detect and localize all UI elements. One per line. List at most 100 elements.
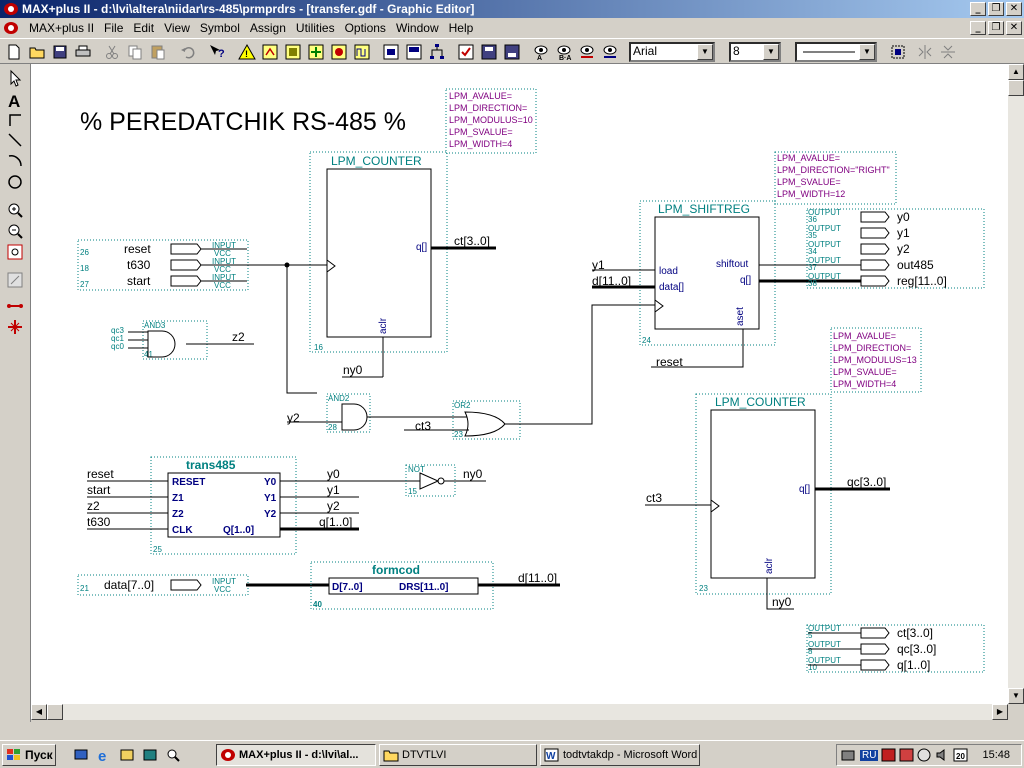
outlook-icon[interactable] — [119, 747, 135, 763]
scroll-up-icon[interactable]: ▲ — [1008, 64, 1024, 80]
language-indicator[interactable]: RU — [860, 749, 879, 761]
simulator-icon[interactable] — [329, 42, 349, 62]
orthogonal-line-icon[interactable] — [5, 110, 25, 130]
calendar-icon[interactable]: 20 — [952, 747, 970, 763]
schematic-canvas[interactable]: % PEREDATCHIK RS-485 % LPM_AVALUE= LPM_D… — [31, 64, 1008, 704]
find-node-icon[interactable] — [577, 42, 597, 62]
undo-icon[interactable] — [178, 42, 198, 62]
input-pin-t630[interactable]: 18 t630 INPUT VCC — [80, 257, 236, 274]
document-icon[interactable] — [3, 21, 19, 35]
flip-horizontal-icon[interactable] — [915, 42, 935, 62]
connect-nodes-icon[interactable] — [5, 296, 25, 316]
task-folder[interactable]: DTVTLVI — [379, 744, 537, 766]
horizontal-scrollbar[interactable]: ◀ ▶ — [31, 704, 1008, 720]
copy-icon[interactable] — [125, 42, 145, 62]
find-error-icon[interactable] — [600, 42, 620, 62]
delete-connection-icon[interactable] — [5, 317, 25, 337]
open-folder-icon[interactable] — [27, 42, 47, 62]
trans485-block[interactable]: trans485 RESET Z1 Z2 CLK Y0 Y1 Y2 Q[1..0… — [150, 456, 297, 555]
task-maxplus[interactable]: MAX+plus II - d:\lvi\al... — [216, 744, 376, 766]
chevron-down-icon[interactable]: ▼ — [697, 44, 713, 60]
new-file-icon[interactable] — [4, 42, 24, 62]
or2-gate[interactable]: OR2 23 — [452, 400, 521, 440]
toggle-rubberbanding-icon[interactable] — [888, 42, 908, 62]
vertical-scrollbar[interactable]: ▲ ▼ — [1008, 64, 1024, 704]
font-select[interactable]: Arial▼ — [629, 42, 715, 62]
find-text-icon[interactable]: A — [531, 42, 551, 62]
network-icon[interactable] — [840, 747, 858, 763]
menu-options[interactable]: Options — [344, 21, 386, 35]
timing-analyzer-icon[interactable] — [352, 42, 372, 62]
zoom-out-icon[interactable] — [5, 221, 25, 241]
menu-maxplus[interactable]: MAX+plus II — [29, 21, 95, 35]
output-pin-reg[interactable]: OUTPUT 38 reg[11..0] — [808, 272, 947, 288]
scroll-right-icon[interactable]: ▶ — [992, 704, 1008, 720]
scroll-thumb[interactable] — [47, 704, 63, 720]
doc-minimize-button[interactable]: _ — [970, 21, 986, 35]
project-set-icon[interactable] — [381, 42, 401, 62]
context-help-icon[interactable]: ? — [207, 42, 227, 62]
doc-close-button[interactable]: ✕ — [1006, 21, 1022, 35]
warning-icon[interactable]: ! — [237, 42, 257, 62]
security-icon[interactable] — [898, 747, 916, 763]
compile-check-icon[interactable] — [456, 42, 476, 62]
close-button[interactable]: ✕ — [1006, 2, 1022, 16]
output-pin-qc[interactable]: OUTPUT 8 qc[3..0] — [808, 640, 936, 656]
chevron-down-icon[interactable]: ▼ — [859, 44, 875, 60]
search-icon[interactable] — [165, 747, 181, 763]
output-pin-q[interactable]: OUTPUT 10 q[1..0] — [808, 656, 930, 672]
minimize-button[interactable]: _ — [970, 2, 986, 16]
output-pin-out485[interactable]: OUTPUT 37 out485 — [808, 256, 934, 272]
font-size-select[interactable]: 8▼ — [729, 42, 781, 62]
menu-edit[interactable]: Edit — [133, 21, 155, 35]
diagonal-line-icon[interactable] — [5, 130, 25, 150]
chevron-down-icon[interactable]: ▼ — [763, 44, 779, 60]
input-pin-start[interactable]: 27 start INPUT VCC — [80, 273, 236, 290]
sync-icon[interactable] — [916, 747, 934, 763]
lpm-counter-1[interactable]: LPM_COUNTER q[] aclr 16 — [309, 151, 448, 353]
not-gate[interactable]: NOT 15 — [405, 464, 456, 497]
text-tool-icon[interactable]: A — [5, 90, 25, 110]
antivirus-icon[interactable] — [880, 747, 898, 763]
lpm-counter-2[interactable]: LPM_COUNTER q[] aclr 23 — [695, 393, 832, 595]
output-pin-y2[interactable]: OUTPUT 34 y2 — [808, 240, 910, 256]
save-simulate-icon[interactable] — [502, 42, 522, 62]
and3-gate[interactable]: AND3 41 qc3 qc1 qc0 — [111, 320, 208, 360]
input-pin-reset[interactable]: 26 reset INPUT VCC — [80, 241, 236, 258]
node-snap-icon[interactable] — [5, 270, 25, 290]
floorplan-icon[interactable] — [283, 42, 303, 62]
show-desktop-icon[interactable] — [73, 747, 89, 763]
internet-explorer-icon[interactable]: e — [96, 747, 112, 763]
selection-arrow-icon[interactable] — [5, 68, 25, 88]
find-next-icon[interactable]: B·A — [554, 42, 574, 62]
input-pin-data[interactable]: 21 data[7..0] INPUT VCC — [77, 574, 249, 596]
menu-view[interactable]: View — [164, 21, 190, 35]
compiler-icon[interactable] — [306, 42, 326, 62]
menu-utilities[interactable]: Utilities — [295, 21, 335, 35]
maximize-button[interactable]: ❐ — [988, 2, 1004, 16]
doc-restore-button[interactable]: ❐ — [988, 21, 1004, 35]
scroll-left-icon[interactable]: ◀ — [31, 704, 47, 720]
and2-gate[interactable]: AND2 28 — [326, 393, 371, 433]
circle-tool-icon[interactable] — [5, 172, 25, 192]
print-icon[interactable] — [73, 42, 93, 62]
scroll-down-icon[interactable]: ▼ — [1008, 688, 1024, 704]
menu-help[interactable]: Help — [448, 21, 474, 35]
menu-window[interactable]: Window — [395, 21, 439, 35]
menu-assign[interactable]: Assign — [249, 21, 286, 35]
save-compile-icon[interactable] — [479, 42, 499, 62]
hierarchy-up-icon[interactable] — [260, 42, 280, 62]
volume-icon[interactable] — [934, 747, 952, 763]
cut-icon[interactable] — [102, 42, 122, 62]
fit-in-window-icon[interactable] — [5, 242, 25, 262]
lpm-shiftreg[interactable]: LPM_SHIFTREG load data[] shiftout q[] as… — [639, 200, 776, 346]
hierarchy-display-icon[interactable] — [427, 42, 447, 62]
menu-symbol[interactable]: Symbol — [199, 21, 240, 35]
formcod-block[interactable]: formcod D[7..0] DRS[11..0] 40 — [310, 561, 494, 610]
output-pin-ct[interactable]: OUTPUT 5 ct[3..0] — [808, 624, 933, 640]
project-save-icon[interactable] — [404, 42, 424, 62]
menu-file[interactable]: File — [104, 21, 124, 35]
start-button[interactable]: Пуск — [2, 744, 56, 766]
save-icon[interactable] — [50, 42, 70, 62]
zoom-in-icon[interactable] — [5, 200, 25, 220]
